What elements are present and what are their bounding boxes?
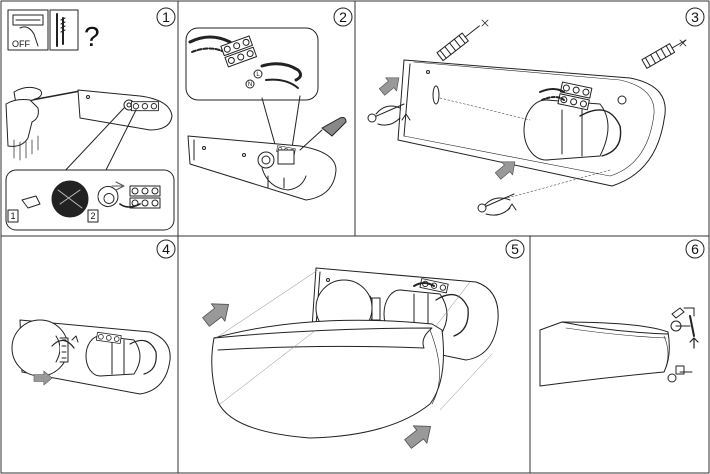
svg-text:2: 2 <box>339 9 347 25</box>
step-numbers: 1 2 3 4 5 6 <box>156 7 705 259</box>
hand-with-screwdriver <box>5 86 81 161</box>
panel-2: N L <box>185 27 347 201</box>
panel-3 <box>367 19 687 216</box>
wall-plate-2 <box>187 135 337 201</box>
svg-text:6: 6 <box>691 241 699 257</box>
lamp-holder-4 <box>85 335 157 377</box>
bulb-4 <box>11 319 79 377</box>
svg-text:?: ? <box>84 21 100 52</box>
svg-text:3: 3 <box>691 9 699 25</box>
guide-lines-5 <box>215 269 493 411</box>
detail-inset-1: 1 2 <box>5 169 175 231</box>
svg-text:5: 5 <box>511 241 519 257</box>
tools-question-icon: ? <box>49 9 100 52</box>
wall-plugs <box>436 19 687 69</box>
wire-stripper <box>299 117 347 151</box>
svg-text:OFF: OFF <box>12 39 30 49</box>
screws-3 <box>367 103 517 216</box>
panel-1: OFF ? <box>5 9 175 231</box>
lamp-holder-3 <box>523 99 622 161</box>
glass-shade-6 <box>539 321 670 387</box>
svg-text:2: 2 <box>90 211 95 221</box>
switch-off-icon: OFF <box>7 9 49 51</box>
wiring-inset-2: N L <box>185 27 319 101</box>
svg-text:1: 1 <box>10 211 15 221</box>
step-number-5: 5 <box>505 239 525 259</box>
fixing-screws-6 <box>667 307 699 383</box>
svg-text:1: 1 <box>162 9 170 25</box>
step-number-1: 1 <box>156 7 176 27</box>
wall-plate-3 <box>397 59 666 187</box>
glass-shade <box>211 319 444 439</box>
step-number-4: 4 <box>156 239 176 259</box>
svg-text:N: N <box>248 82 252 88</box>
svg-text:L: L <box>256 72 260 78</box>
panel-6 <box>539 307 699 387</box>
panel-5 <box>198 267 499 454</box>
step-number-2: 2 <box>333 7 353 27</box>
step-number-3: 3 <box>685 7 705 27</box>
step-number-6: 6 <box>685 239 705 259</box>
panel-4 <box>11 319 171 395</box>
svg-text:4: 4 <box>162 241 170 257</box>
wall-plate-1 <box>77 89 173 131</box>
